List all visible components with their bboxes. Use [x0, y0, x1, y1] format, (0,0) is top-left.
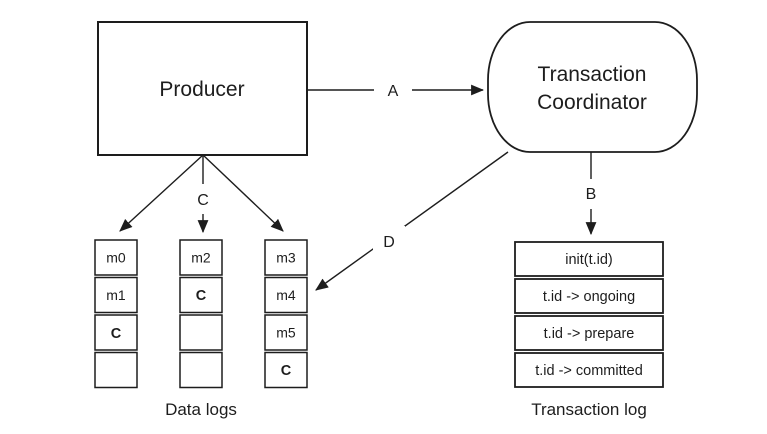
edge-d-line — [315, 151, 509, 291]
edges — [119, 84, 597, 291]
log-cell — [179, 351, 223, 389]
transaction-log-row — [514, 278, 664, 314]
log-cell-label: m5 — [276, 325, 296, 341]
transaction-coordinator-node: Transaction Coordinator — [487, 21, 698, 153]
log-cell — [264, 314, 308, 351]
log-cell-label: m2 — [191, 250, 211, 266]
commit-marker-label: C — [111, 326, 122, 342]
transaction-coordinator-label-line2: Coordinator — [537, 91, 647, 114]
commit-marker-label: C — [196, 288, 207, 304]
log-cell-label: m3 — [276, 250, 296, 266]
producer-box — [97, 21, 308, 156]
log-cell — [179, 239, 223, 276]
data-log-column-2: m2 C — [179, 239, 223, 389]
edge-a-label-gap — [374, 77, 412, 103]
commit-marker-label: C — [281, 363, 292, 379]
transaction-coordinator-shape — [487, 21, 698, 153]
transaction-log-row — [514, 241, 664, 277]
log-cell-label: m1 — [106, 287, 126, 303]
log-cell — [264, 276, 308, 314]
transaction-log-caption: Transaction log — [531, 400, 647, 419]
log-cell — [179, 276, 223, 314]
producer-label: Producer — [159, 78, 244, 101]
edge-b-label: B — [586, 186, 597, 203]
transaction-log-row-label: t.id -> prepare — [544, 326, 635, 342]
log-cell-label: m0 — [106, 250, 126, 266]
producer-node: Producer — [97, 21, 308, 156]
edge-labels: A B C D — [186, 77, 605, 256]
log-cell — [94, 351, 138, 389]
data-logs-caption: Data logs — [165, 400, 237, 419]
edge-a-label: A — [388, 83, 399, 100]
edge-c-left-line — [119, 154, 204, 232]
edge-c-label-gap — [186, 184, 220, 214]
transaction-log-row-label: t.id -> committed — [535, 363, 643, 379]
log-cell — [179, 314, 223, 351]
edge-d-label: D — [383, 234, 395, 251]
transaction-log-row-label: init(t.id) — [565, 252, 613, 268]
log-cell — [94, 314, 138, 351]
transaction-log-row — [514, 315, 664, 351]
transaction-coordinator-label-line1: Transaction — [538, 63, 647, 86]
edge-d-label-gap — [373, 226, 405, 256]
data-log-column-1: m0 m1 C — [94, 239, 138, 389]
log-cell — [264, 351, 308, 389]
edge-b-label-gap — [577, 179, 605, 209]
data-log-column-3: m3 m4 m5 C — [264, 239, 308, 389]
transaction-log-table: init(t.id) t.id -> ongoing t.id -> prepa… — [514, 241, 664, 388]
transaction-log-row-label: t.id -> ongoing — [543, 289, 635, 305]
log-cell-label: m4 — [276, 287, 296, 303]
edge-c-right-line — [202, 154, 284, 232]
transaction-log-row — [514, 352, 664, 388]
log-cell — [94, 276, 138, 314]
log-cell — [264, 239, 308, 276]
edge-c-label: C — [197, 192, 209, 209]
log-cell — [94, 239, 138, 276]
